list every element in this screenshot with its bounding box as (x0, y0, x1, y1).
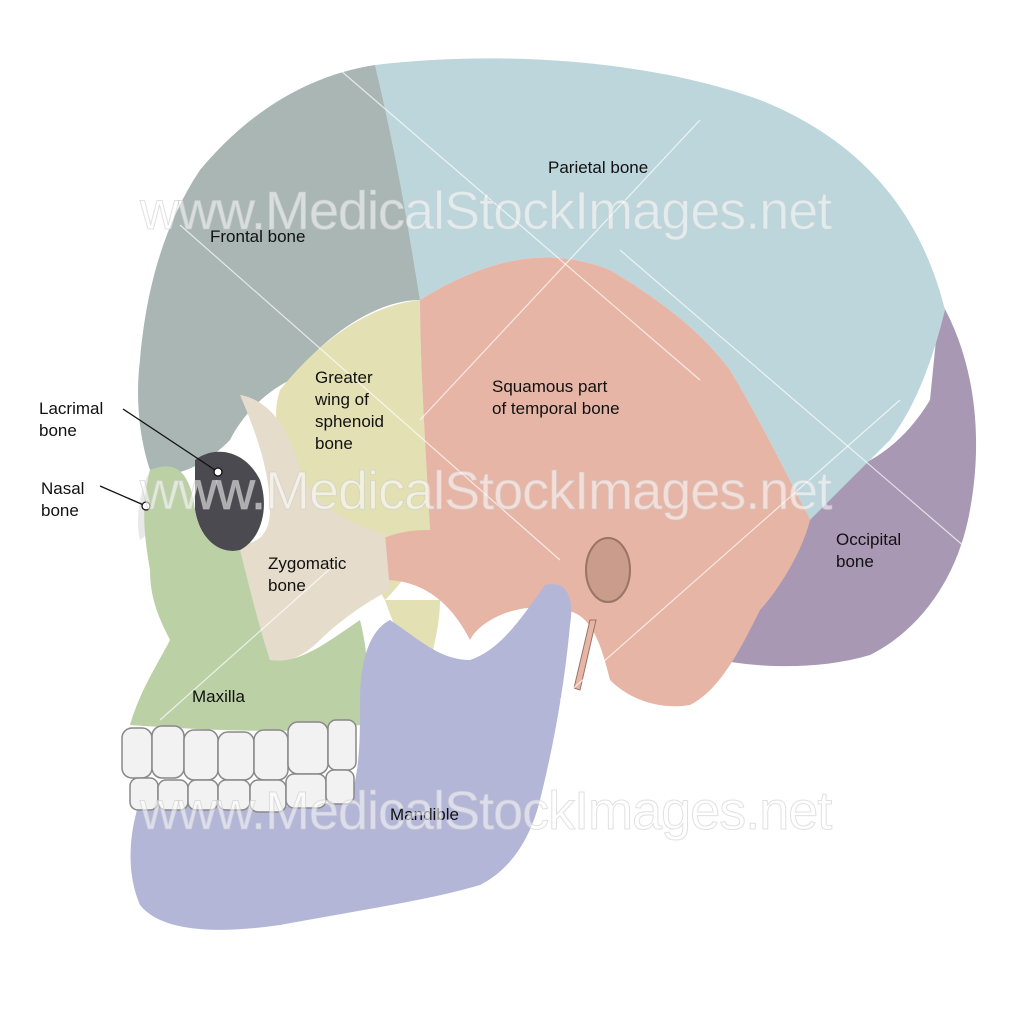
watermark-text-top: www.MedicalStockImages.net (139, 181, 832, 242)
nasal-pointer-dot (141, 501, 151, 511)
watermark-text-middle: www.MedicalStockImages.net (139, 461, 832, 522)
label-parietal-bone: Parietal bone (548, 158, 649, 177)
frontal-bone-region (138, 65, 420, 474)
temporal-bone-region (380, 257, 810, 707)
watermark-lines (159, 69, 981, 721)
label-frontal-bone: Frontal bone (210, 227, 306, 246)
label-occipital-bone: Occipital bone (836, 530, 902, 571)
label-maxilla: Maxilla (192, 687, 245, 706)
maxilla-bone-region (130, 466, 368, 731)
teeth (121, 719, 357, 813)
orbit-region (195, 451, 264, 551)
styloid-process-shape (573, 619, 597, 691)
zygomatic-bone-region (215, 395, 390, 662)
ear-opening-shape (585, 537, 631, 603)
label-lacrimal-bone: Lacrimal bone (39, 399, 104, 440)
sphenoid-bone-region (276, 300, 430, 600)
parietal-bone-region (375, 58, 945, 520)
label-sphenoid-bone: Greater wing of sphenoid bone (315, 368, 385, 453)
mandible-bone-region (130, 584, 572, 930)
label-zygomatic-bone: Zygomatic bone (268, 554, 347, 595)
watermark-text-bottom: www.MedicalStockImages.net (139, 781, 832, 842)
label-mandible: Mandible (390, 805, 459, 824)
label-temporal-bone: Squamous part of temporal bone (492, 377, 620, 418)
lacrimal-pointer-dot (213, 467, 223, 477)
label-nasal-bone: Nasal bone (41, 479, 85, 520)
leader-lines (99, 408, 219, 507)
